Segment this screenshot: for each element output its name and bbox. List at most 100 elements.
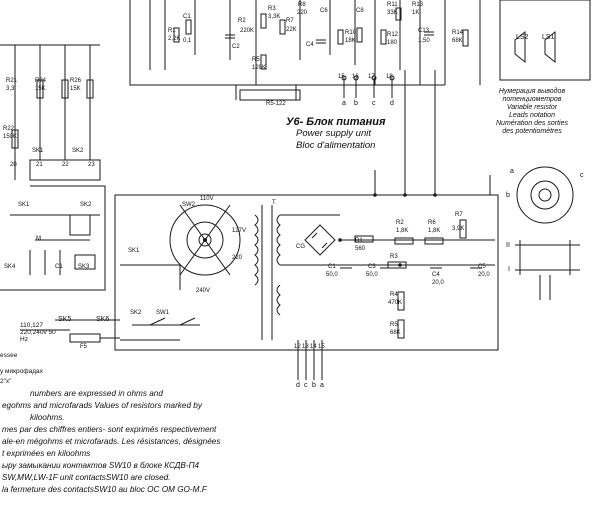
v220-label: 220 bbox=[232, 255, 243, 261]
sk6-label: SK6 bbox=[96, 316, 110, 323]
sw2-label: SW2 bbox=[182, 202, 196, 208]
c5-ps-label: C5 bbox=[478, 264, 486, 270]
r10-value: 18K bbox=[345, 38, 356, 44]
legend-line-3: Variable resistor bbox=[506, 104, 558, 111]
pin-14: 14 bbox=[310, 344, 317, 350]
pin-12: 12 bbox=[294, 344, 301, 350]
block-title-en: Power supply unit bbox=[296, 128, 371, 139]
c1-ps-label: C1 bbox=[328, 264, 336, 270]
r13-value: 1K bbox=[412, 10, 420, 16]
c3-ps-label: C3 bbox=[368, 264, 376, 270]
r12-label: R12 bbox=[387, 32, 399, 38]
r8-value: 220 bbox=[297, 10, 308, 16]
r5-label: R5 bbox=[252, 57, 260, 63]
pin-23: 23 bbox=[88, 162, 95, 168]
ls2-label: LS2 bbox=[516, 34, 529, 41]
motor-label: M bbox=[36, 236, 41, 242]
r5-122-label: R5-122 bbox=[266, 101, 286, 107]
sk2-ps-label: SK2 bbox=[130, 310, 142, 316]
legend-line-2: потенциометров bbox=[502, 96, 562, 103]
c8-label: C8 bbox=[356, 8, 364, 14]
r3-ps-label: R3 bbox=[390, 254, 398, 260]
note-line-2: egohms and microfarads Values of resisto… bbox=[2, 401, 202, 410]
c1-label: C1 bbox=[183, 14, 191, 20]
pot-roman-1: I bbox=[508, 266, 510, 273]
r22-label: R22 bbox=[3, 126, 15, 132]
sk4-label: SK4 bbox=[4, 264, 16, 270]
f5-label: F5 bbox=[80, 344, 88, 350]
sk2-mid-label: SK2 bbox=[80, 202, 92, 208]
left-partial-1: essee bbox=[0, 352, 18, 359]
r3-value: 3,3K bbox=[268, 14, 281, 20]
r22-value: 150K bbox=[3, 134, 18, 140]
c13-value: 1,50 bbox=[418, 38, 430, 44]
r6-ps-value: 1,8K bbox=[428, 228, 441, 234]
terminal-18: 18 bbox=[386, 74, 393, 80]
sk1-ps-label: SK1 bbox=[128, 248, 140, 254]
r5-value: 120K bbox=[252, 65, 267, 71]
v127-label: 127V bbox=[232, 228, 247, 234]
sk3-label: SK3 bbox=[78, 264, 90, 270]
r12-value: 180 bbox=[387, 40, 398, 46]
note-line-3: kiloohms. bbox=[30, 413, 65, 422]
note-line-6: t exprimées en kiloohms bbox=[2, 449, 91, 458]
c4-ps-label: C4 bbox=[432, 272, 440, 278]
pin-22: 22 bbox=[62, 162, 69, 168]
r2-ps-label: R2 bbox=[396, 220, 404, 226]
sw1-ps-label: SW1 bbox=[156, 310, 170, 316]
r3-label: R3 bbox=[268, 6, 276, 12]
r5-ps-value: 68K bbox=[390, 330, 401, 336]
r26-label: R26 bbox=[70, 78, 82, 84]
c1-ps-value: 50,0 bbox=[326, 272, 338, 278]
c4-label: C4 bbox=[306, 42, 314, 48]
sk1-mid-label: SK1 bbox=[18, 202, 30, 208]
t-label: T bbox=[272, 200, 276, 206]
notes-block: numbers are expressed in ohms and egohms… bbox=[2, 388, 302, 496]
out-a: a bbox=[320, 382, 324, 389]
cg-label: CG bbox=[296, 244, 305, 250]
mains-label: 110,127 220,240v 50 Hz bbox=[20, 322, 56, 343]
c3-ps-value: 50,0 bbox=[366, 272, 378, 278]
pot-lead-a: a bbox=[510, 168, 514, 175]
r24-label: R24 bbox=[35, 78, 47, 84]
r2-value: 220K bbox=[240, 28, 255, 34]
out-d: d bbox=[296, 382, 300, 389]
r8-label: R8 bbox=[298, 2, 306, 8]
terminal-d: d bbox=[390, 100, 394, 107]
legend-line-1: Нумерация выводов bbox=[498, 88, 566, 95]
c6-label: C6 bbox=[320, 8, 328, 14]
c13-label: C13 bbox=[418, 28, 430, 34]
r7-ps-label: R7 bbox=[455, 212, 463, 218]
pot-roman-2: II bbox=[506, 242, 510, 249]
r14-value: 68K bbox=[452, 38, 463, 44]
ls1-label: LS1 bbox=[542, 34, 555, 41]
r1-ps-value: 560 bbox=[355, 246, 366, 252]
left-partial-2: у микрофадах bbox=[0, 368, 43, 375]
sk5-label: SK5 bbox=[58, 316, 72, 323]
resistor-legend: Нумерация выводов потенциометров Variabl… bbox=[466, 88, 598, 136]
note-line-9: la fermeture des contactsSW10 au bloc OC… bbox=[2, 485, 207, 494]
r2-label: R2 bbox=[238, 18, 246, 24]
r11-value: 33K bbox=[387, 10, 398, 16]
r14-label: R14 bbox=[452, 30, 464, 36]
v110-label: 110V bbox=[200, 196, 214, 202]
out-c: c bbox=[304, 382, 308, 389]
c2-label: C2 bbox=[232, 44, 240, 50]
note-line-8: SW,MW,LW-1F unit contactsSW10 are closed… bbox=[2, 473, 171, 482]
r24-value: 15K bbox=[35, 86, 46, 92]
terminal-b: b bbox=[354, 100, 358, 107]
r1-ps-label: R1 bbox=[355, 238, 363, 244]
terminal-c: c bbox=[372, 100, 376, 107]
r13-label: R13 bbox=[412, 2, 424, 8]
r7-label: R7 bbox=[286, 18, 294, 24]
r7-value: 22K bbox=[286, 27, 297, 33]
c1-mid-label: C1 bbox=[55, 264, 63, 270]
block-title-fr: Bloc d'alimentation bbox=[296, 140, 376, 151]
r4-ps-label: R4 bbox=[390, 292, 398, 298]
v240-label: 240V bbox=[196, 288, 211, 294]
legend-line-5: Numération des sorties bbox=[496, 120, 568, 127]
r7-ps-value: 3,9K bbox=[452, 226, 465, 232]
r11-label: R11 bbox=[387, 2, 398, 8]
note-line-7: ыру замыканиu контактов SW10 в блоке КСД… bbox=[2, 461, 200, 470]
